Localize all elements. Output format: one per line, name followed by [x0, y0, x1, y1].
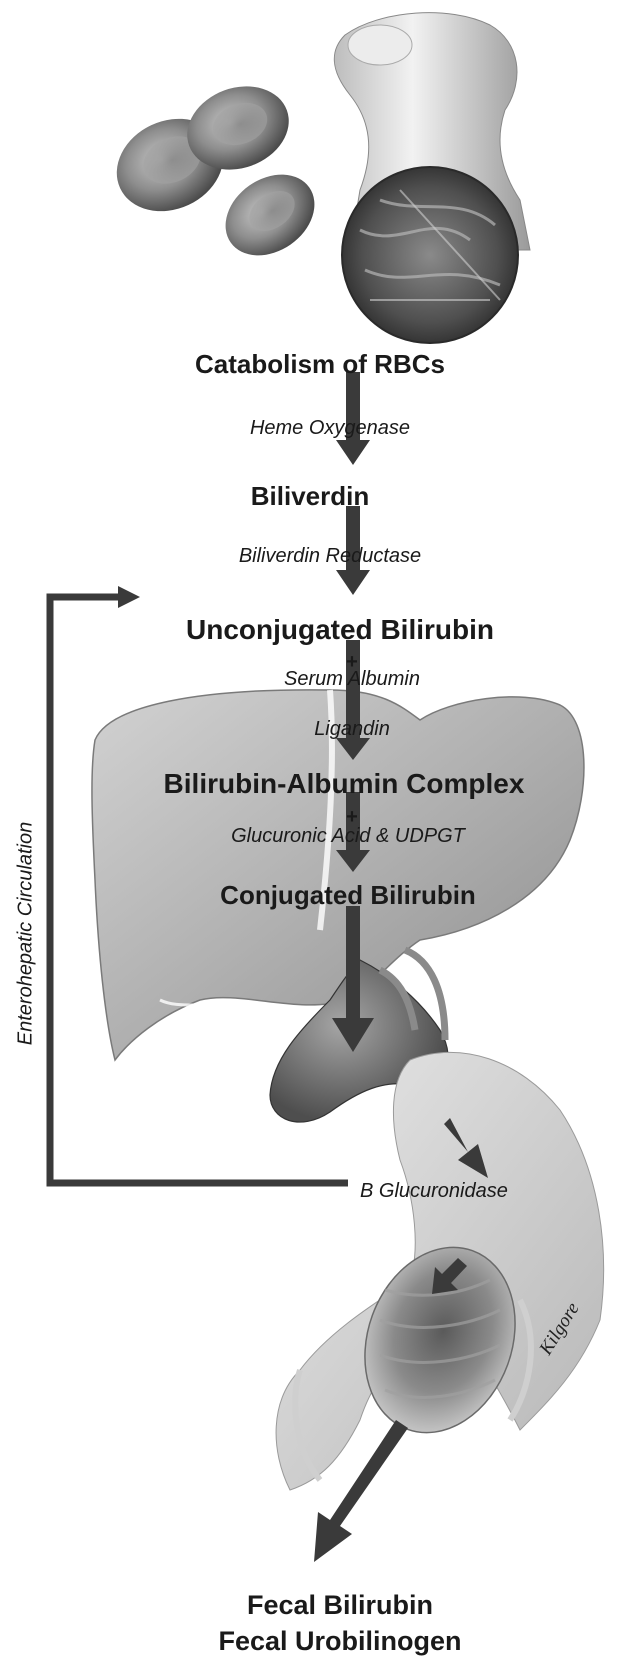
biliverdin-label: Biliverdin	[0, 481, 620, 512]
heme-oxygenase-label: Heme Oxygenase	[20, 417, 620, 440]
conjugated-bilirubin-label: Conjugated Bilirubin	[38, 880, 620, 911]
enterohepatic-circulation-label: Enterohepatic Circulation	[15, 744, 38, 1124]
ligandin-label: Ligandin	[42, 718, 620, 741]
bilirubin-albumin-complex-label: Bilirubin-Albumin Complex	[34, 768, 620, 800]
bone-marrow-illustration	[334, 13, 530, 343]
red-blood-cells-illustration	[102, 73, 330, 272]
unconjugated-bilirubin-label: Unconjugated Bilirubin	[30, 614, 620, 646]
biliverdin-reductase-label: Biliverdin Reductase	[20, 545, 620, 568]
fecal-bilirubin-label: Fecal Bilirubin	[30, 1590, 620, 1621]
b-glucuronidase-label: B Glucuronidase	[360, 1180, 580, 1203]
serum-albumin-label: Serum Albumin	[42, 668, 620, 691]
catabolism-label: Catabolism of RBCs	[10, 349, 620, 380]
fecal-urobilinogen-label: Fecal Urobilinogen	[30, 1626, 620, 1657]
intestine-illustration	[276, 1052, 604, 1490]
glucuronic-acid-label: Glucuronic Acid & UDPGT	[38, 825, 620, 848]
